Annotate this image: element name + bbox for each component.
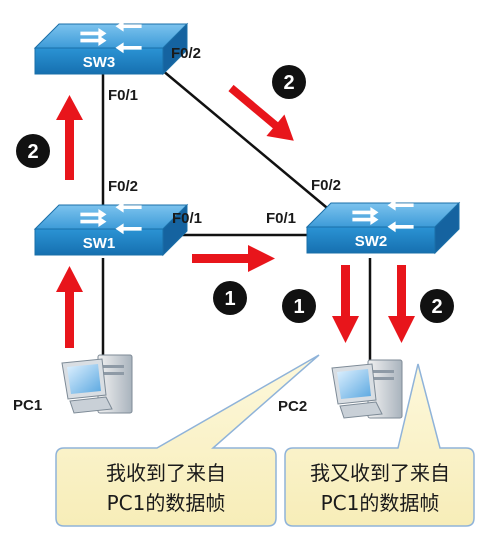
arrow-sw2-to-pc2-first: [332, 265, 359, 343]
svg-text:2: 2: [431, 296, 442, 318]
switch-label: SW1: [83, 235, 116, 252]
switch-label: SW2: [355, 233, 388, 250]
callout-second-line2: PC1的数据帧: [321, 491, 440, 515]
pc2-label: PC2: [278, 398, 307, 415]
port-label-sw1-f02: F0/2: [108, 178, 138, 195]
port-label-sw3-f02: F0/2: [171, 45, 201, 62]
arrow-sw2-to-pc2-second: [388, 265, 415, 343]
arrow-sw1-to-sw2: [192, 245, 275, 272]
arrow-pc1-to-sw1: [56, 266, 83, 348]
svg-text:2: 2: [27, 141, 38, 163]
callout-second: 我又收到了来自 PC1的数据帧: [284, 363, 475, 527]
port-label-sw1-f01: F0/1: [172, 210, 202, 227]
port-label-sw3-f01: F0/1: [108, 87, 138, 104]
port-label-sw2-f01: F0/1: [266, 210, 296, 227]
callout-first-line2: PC1的数据帧: [107, 491, 226, 515]
pc2-computer-icon[interactable]: [331, 359, 403, 419]
switch-label: SW3: [83, 54, 116, 71]
callout-first-line1: 我收到了来自: [106, 461, 226, 485]
step-badge-sw1-sw3: 2: [16, 134, 50, 168]
link-sw3-sw2: [149, 59, 333, 213]
svg-text:2: 2: [283, 72, 294, 94]
pc1-computer-icon[interactable]: [61, 354, 133, 414]
switch-sw3[interactable]: SW3: [33, 20, 189, 76]
switch-sw2[interactable]: SW2: [305, 199, 461, 255]
step-badge-sw3-sw2: 2: [272, 65, 306, 99]
step-badge-sw1-sw2: 1: [213, 281, 247, 315]
arrow-sw3-to-sw2: [228, 84, 294, 141]
callout-second-line1: 我又收到了来自: [310, 461, 450, 485]
callout-first: 我收到了来自 PC1的数据帧: [55, 354, 320, 527]
step-badge-pc2-first: 1: [282, 289, 316, 323]
port-label-sw2-f02: F0/2: [311, 177, 341, 194]
svg-text:1: 1: [224, 288, 235, 310]
switch-sw1[interactable]: SW1: [33, 201, 189, 257]
svg-text:1: 1: [293, 296, 304, 318]
step-badge-pc2-second: 2: [420, 289, 454, 323]
pc1-label: PC1: [13, 397, 42, 414]
arrow-sw1-to-sw3: [56, 95, 83, 180]
